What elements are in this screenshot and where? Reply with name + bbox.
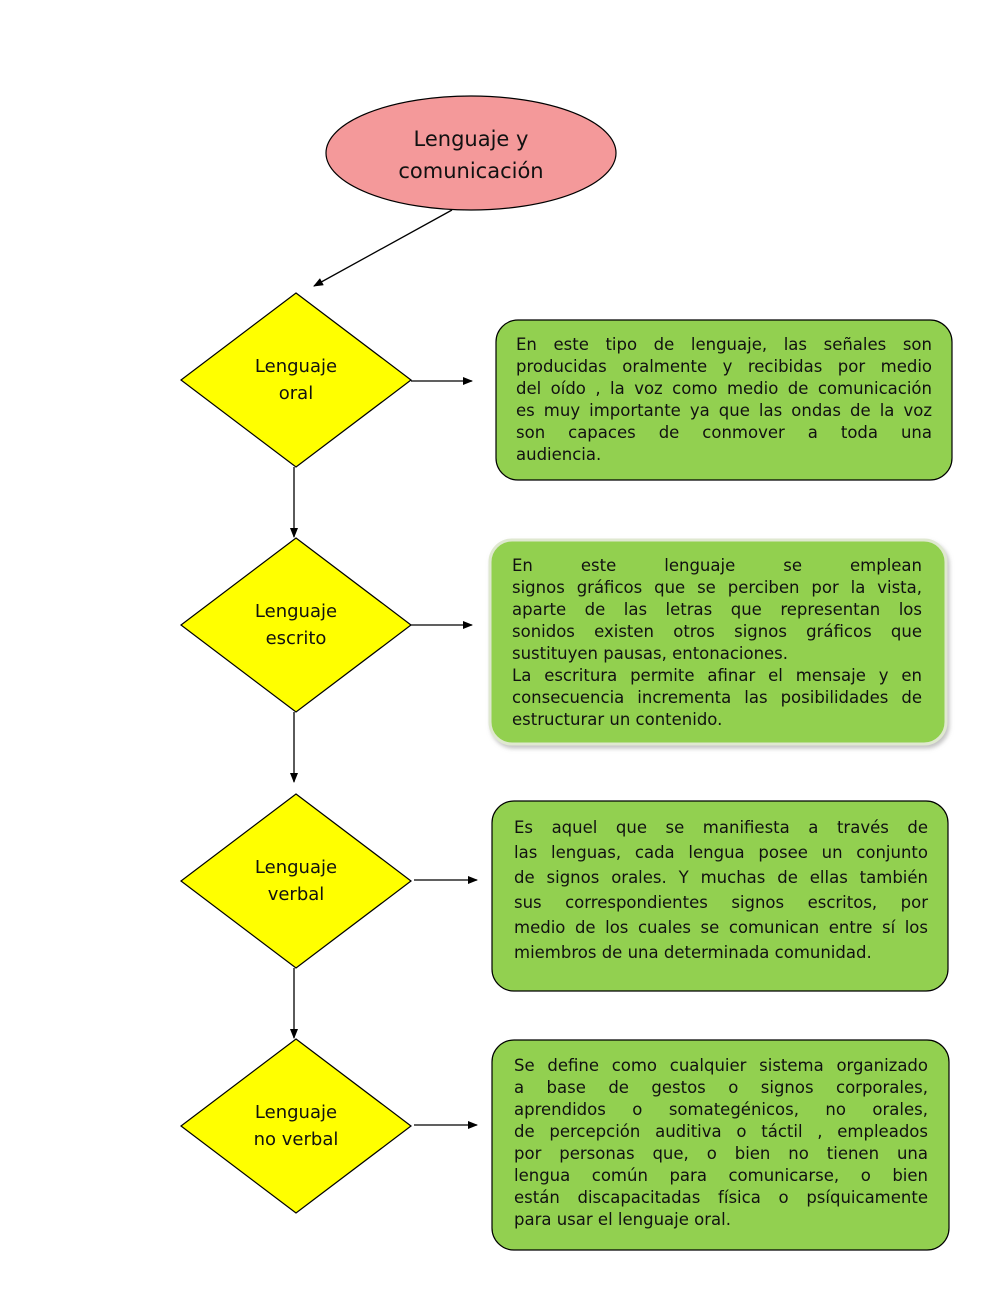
box-no-verbal xyxy=(491,1039,950,1251)
diamond-label-line2: no verbal xyxy=(253,1129,339,1150)
description-line: son capaces de conmover a toda una xyxy=(516,423,932,442)
description-line: aprendidos o somategénicos, no orales, xyxy=(514,1100,928,1119)
description-line: En este lenguaje se emplean xyxy=(512,556,922,575)
description-line: miembros de una determinada comunidad. xyxy=(514,943,872,962)
root-title-line1: Lenguaje y xyxy=(413,127,529,151)
description-line: medio de los cuales se comunican entre s… xyxy=(514,918,928,937)
description-line: aparte de las letras que representan los xyxy=(512,600,922,619)
diamond-label-verbal: Lenguaje verbal xyxy=(206,851,386,911)
diamond-lenguaje-oral xyxy=(180,292,412,468)
box-escrito xyxy=(488,538,948,746)
description-line: sonidos existen otros signos gráficos qu… xyxy=(512,622,922,641)
description-line: audiencia. xyxy=(516,445,602,464)
description-line: La escritura permite afinar el mensaje y… xyxy=(512,666,922,685)
description-line: Se define como cualquier sistema organiz… xyxy=(514,1056,928,1075)
description-line: estructurar un contenido. xyxy=(512,710,723,729)
diamond-label-line1: Lenguaje xyxy=(254,1102,338,1123)
description-no-verbal: Se define como cualquier sistema organiz… xyxy=(514,1055,928,1231)
description-line: están discapacitadas física o psíquicame… xyxy=(514,1188,928,1207)
description-line: a base de gestos o signos corporales, xyxy=(514,1078,928,1097)
description-line: signos gráficos que se perciben por la v… xyxy=(512,578,922,597)
description-line: de percepción auditiva o táctil , emplea… xyxy=(514,1122,928,1141)
diamond-label-line2: escrito xyxy=(265,628,327,649)
arrow-root-to-oral xyxy=(313,209,453,287)
diamond-label-oral: Lenguaje oral xyxy=(206,350,386,410)
diamond-lenguaje-verbal xyxy=(180,793,412,969)
box-oral xyxy=(495,319,953,481)
box-verbal xyxy=(491,800,949,992)
description-line: lengua común para comunicarse, o bien xyxy=(514,1166,928,1185)
description-verbal: Es aquel que se manifiesta a través de l… xyxy=(514,815,928,965)
description-line: consecuencia incrementa las posibilidade… xyxy=(512,688,922,707)
description-line: por personas que, o bien no tienen una xyxy=(514,1144,928,1163)
diamond-lenguaje-escrito xyxy=(180,537,412,713)
description-line: de signos orales. Y muchas de ellas tamb… xyxy=(514,868,928,887)
root-oval xyxy=(325,95,617,211)
description-line: las lenguas, cada lengua posee un conjun… xyxy=(514,843,928,862)
description-line: producidas oralmente y recibidas por med… xyxy=(516,357,932,376)
description-line: sustituyen pausas, entonaciones. xyxy=(512,644,789,663)
diamond-label-line1: Lenguaje xyxy=(254,857,338,878)
diamond-lenguaje-no-verbal xyxy=(180,1038,412,1214)
description-escrito: En este lenguaje se emplean signos gráfi… xyxy=(512,555,922,731)
description-line: es muy importante ya que las ondas de la… xyxy=(516,401,932,420)
description-line: sus correspondientes signos escritos, po… xyxy=(514,893,928,912)
description-oral: En este tipo de lenguaje, las señales so… xyxy=(516,334,932,466)
diamond-label-escrito: Lenguaje escrito xyxy=(206,595,386,655)
description-line: del oído , la voz como medio de comunica… xyxy=(516,379,932,398)
description-line: En este tipo de lenguaje, las señales so… xyxy=(516,335,932,354)
diamond-label-line1: Lenguaje xyxy=(254,356,338,377)
root-title-line2: comunicación xyxy=(398,159,544,183)
diamond-label-line1: Lenguaje xyxy=(254,601,338,622)
diamond-label-line2: verbal xyxy=(267,884,325,905)
description-line: Es aquel que se manifiesta a través de xyxy=(514,818,928,837)
diamond-label-no-verbal: Lenguaje no verbal xyxy=(206,1096,386,1156)
root-label: Lenguaje y comunicación xyxy=(326,100,616,210)
diamond-label-line2: oral xyxy=(278,383,314,404)
description-line: para usar el lenguaje oral. xyxy=(514,1210,731,1229)
